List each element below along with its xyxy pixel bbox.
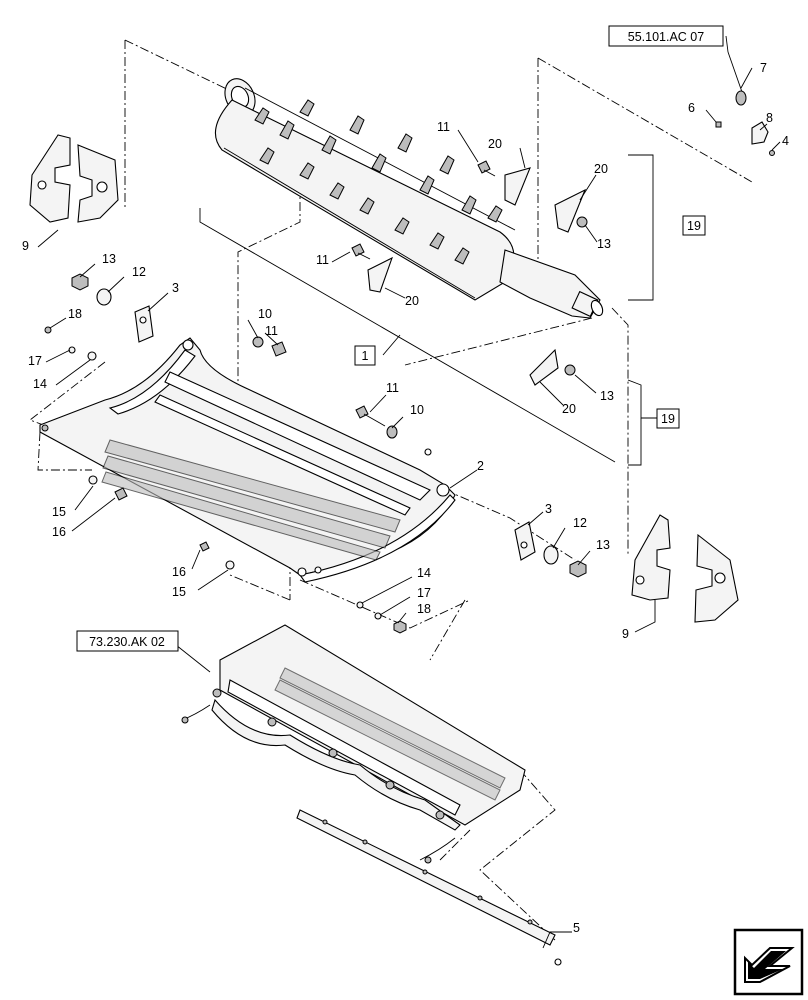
- sensor-group: [715, 51, 775, 156]
- knife-holders: [254, 99, 503, 265]
- strip: [296, 809, 562, 966]
- callout-box-19-bottom: 19: [656, 408, 680, 429]
- callout-2: 2: [477, 459, 484, 473]
- callout-13-bottom: 13: [596, 538, 610, 552]
- knife-slots: [274, 667, 506, 801]
- callout-11-center: 11: [386, 381, 399, 395]
- callout-10-center: 10: [410, 403, 424, 417]
- callout-20-right: 20: [562, 402, 576, 416]
- callout-10-top: 10: [258, 307, 272, 321]
- callout-20-mid: 20: [405, 294, 419, 308]
- callout-5: 5: [573, 921, 580, 935]
- callout-13-right: 13: [600, 389, 614, 403]
- center-hardware: [88, 405, 432, 570]
- callout-6: 6: [688, 101, 695, 115]
- callout-13-left: 13: [102, 252, 116, 266]
- brackets: [351, 160, 588, 386]
- callout-9-right: 9: [622, 627, 629, 641]
- callout-3-right: 3: [545, 502, 552, 516]
- reference-label: 55.101.AC 07: [628, 30, 704, 44]
- callout-18-left: 18: [68, 307, 82, 321]
- callout-16-bottom: 16: [172, 565, 186, 579]
- svg-text:19: 19: [661, 412, 675, 426]
- callout-8: 8: [766, 111, 773, 125]
- right-hardware: [356, 521, 587, 634]
- callout-11-left: 11: [316, 253, 329, 267]
- callout-14-left: 14: [33, 377, 47, 391]
- callout-3-left: 3: [172, 281, 179, 295]
- callout-20-top-a: 20: [488, 137, 502, 151]
- callout-17-right: 17: [417, 586, 431, 600]
- svg-text:1: 1: [362, 349, 369, 363]
- callout-16-left: 16: [52, 525, 66, 539]
- callout-11-mid: 11: [265, 324, 278, 338]
- callout-box-19-top: 19: [682, 215, 706, 236]
- reference-box-bottom[interactable]: 73.230.AK 02: [76, 630, 179, 652]
- callout-15-left: 15: [52, 505, 66, 519]
- callout-11-top: 11: [437, 120, 450, 134]
- callout-14-right: 14: [417, 566, 431, 580]
- callout-9-left: 9: [22, 239, 29, 253]
- callout-4: 4: [782, 134, 789, 148]
- callout-13-top: 13: [597, 237, 611, 251]
- svg-text:19: 19: [687, 219, 701, 233]
- reference-label: 73.230.AK 02: [89, 635, 165, 649]
- callout-18-right: 18: [417, 602, 431, 616]
- callout-numbers: 7 6 8 4 9 9 13 12 3 18 17 14 10 11 11 20…: [22, 61, 789, 935]
- knife-grate-assembly: [181, 624, 526, 864]
- next-page-arrow-icon[interactable]: [733, 928, 804, 996]
- perforation-pattern: [101, 439, 401, 561]
- callout-12-left: 12: [132, 265, 146, 279]
- callout-12-right: 12: [573, 516, 587, 530]
- left-end-shield: [29, 134, 119, 223]
- callout-box-1: 1: [354, 345, 376, 366]
- reference-box-top[interactable]: 55.101.AC 07: [608, 25, 724, 47]
- callout-20-top-b: 20: [594, 162, 608, 176]
- right-end-shield: [631, 514, 739, 623]
- callout-17-left: 17: [28, 354, 42, 368]
- left-hardware: [44, 273, 287, 361]
- leader-lines: [37, 35, 781, 949]
- callout-15-bottom: 15: [172, 585, 186, 599]
- callout-7: 7: [760, 61, 767, 75]
- concave-frame: [39, 337, 456, 583]
- rotor-drum: [214, 78, 604, 319]
